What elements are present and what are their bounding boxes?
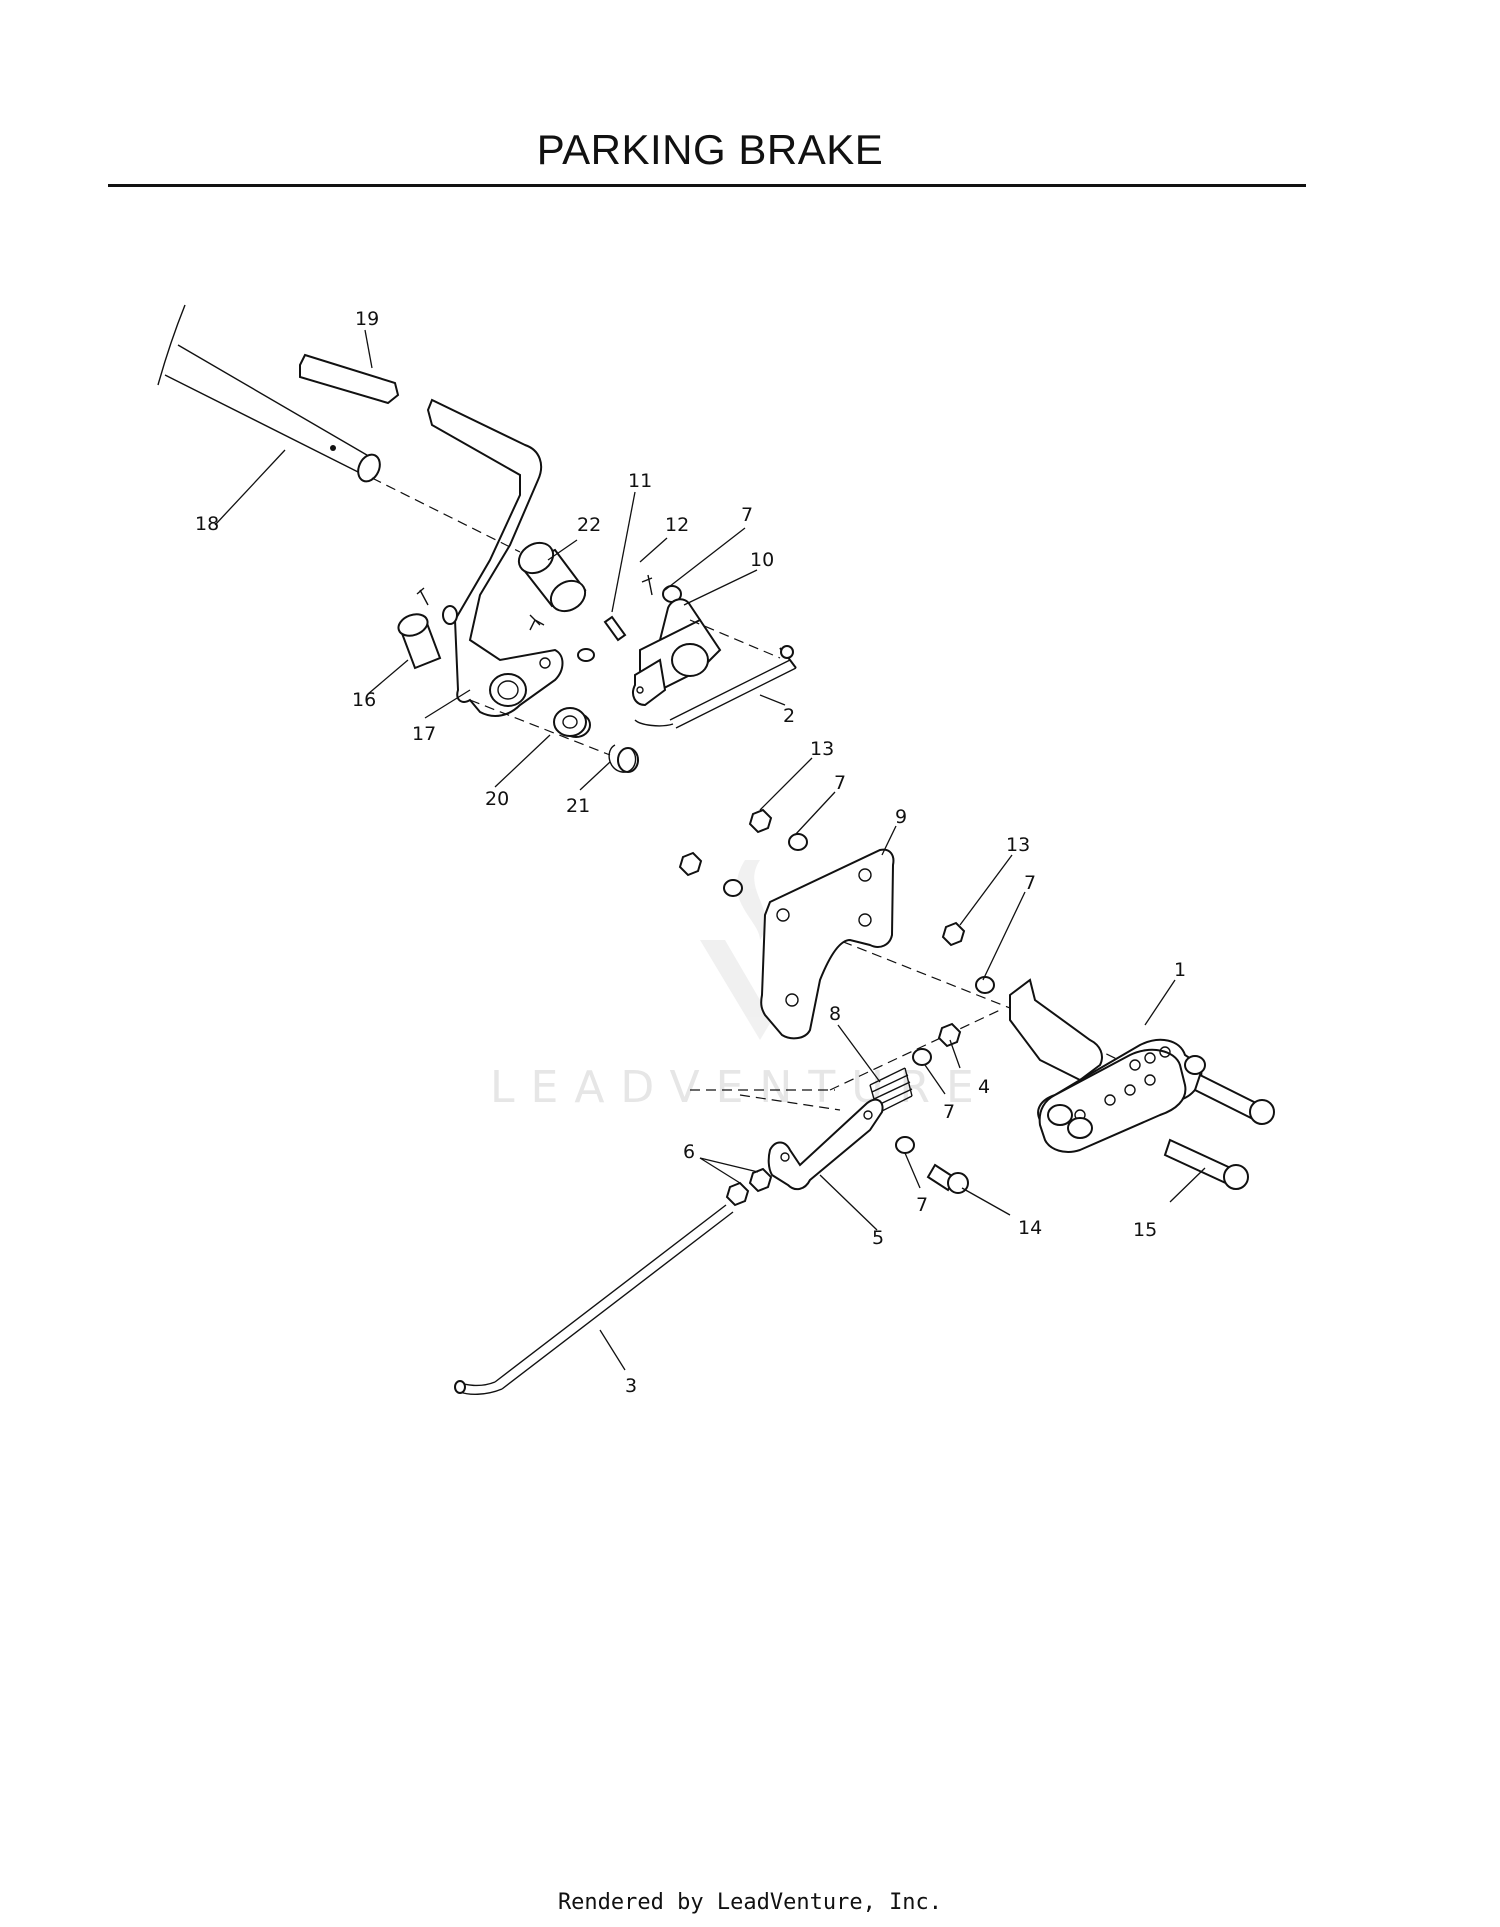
callout-10: 10 xyxy=(750,549,774,571)
callout-labels: 19 18 22 11 12 7 10 2 16 17 20 21 13 7 9… xyxy=(195,308,1186,1397)
callout-7-lower: 7 xyxy=(943,1101,955,1123)
part-1-caliper-assembly xyxy=(1009,978,1206,1153)
part-15-bolts xyxy=(1163,1073,1275,1190)
callout-15: 15 xyxy=(1133,1219,1157,1241)
part-22-bushing xyxy=(517,541,587,613)
part-14-bolt xyxy=(895,1136,969,1194)
callout-8: 8 xyxy=(829,1003,841,1025)
callout-20: 20 xyxy=(485,788,509,810)
part-4-nut xyxy=(912,1022,962,1066)
part-17-brake-pedal xyxy=(426,398,564,717)
title-divider xyxy=(108,184,1306,187)
callout-17: 17 xyxy=(412,723,436,745)
callout-9: 9 xyxy=(895,806,907,828)
callout-19: 19 xyxy=(355,308,379,330)
callout-6: 6 xyxy=(683,1141,695,1163)
part-5-bracket-arm xyxy=(767,1098,884,1191)
part-19-pedal-pad xyxy=(299,353,400,405)
watermark-text: LEADVENTURE xyxy=(490,1062,990,1113)
callout-7-middle: 7 xyxy=(1024,872,1036,894)
callout-1: 1 xyxy=(1174,959,1186,981)
part-2-rod xyxy=(634,645,797,729)
callout-22: 22 xyxy=(577,514,601,536)
callout-7-upper: 7 xyxy=(834,772,846,794)
callout-4: 4 xyxy=(978,1076,990,1098)
callout-3: 3 xyxy=(625,1375,637,1397)
callout-13-upper: 13 xyxy=(810,738,834,760)
leader-lines xyxy=(214,329,1206,1371)
part-11-pin xyxy=(603,615,627,642)
callout-2: 2 xyxy=(783,705,795,727)
callout-13-lower: 13 xyxy=(1006,834,1030,856)
callout-5: 5 xyxy=(872,1227,884,1249)
hardware-near-pedal xyxy=(529,614,639,773)
part-18-shaft xyxy=(157,304,381,483)
part-20-washer xyxy=(553,707,587,737)
callout-21: 21 xyxy=(566,795,590,817)
part-10-link xyxy=(632,574,722,707)
footer-credit: Rendered by LeadVenture, Inc. xyxy=(557,1890,943,1915)
callout-14: 14 xyxy=(1018,1217,1042,1239)
part-16-bushing xyxy=(397,587,458,670)
callout-11: 11 xyxy=(628,470,652,492)
callout-7-top: 7 xyxy=(741,504,753,526)
part-9-bracket-plate xyxy=(760,848,895,1040)
part-3-brake-rod xyxy=(454,1204,734,1395)
callout-12: 12 xyxy=(665,514,689,536)
callout-18: 18 xyxy=(195,513,219,535)
part-21-snap-ring xyxy=(608,744,637,773)
page-title: PARKING BRAKE xyxy=(536,126,884,173)
part-6-nuts xyxy=(725,1167,773,1207)
callout-7-bottom: 7 xyxy=(916,1194,928,1216)
callout-16: 16 xyxy=(352,689,376,711)
